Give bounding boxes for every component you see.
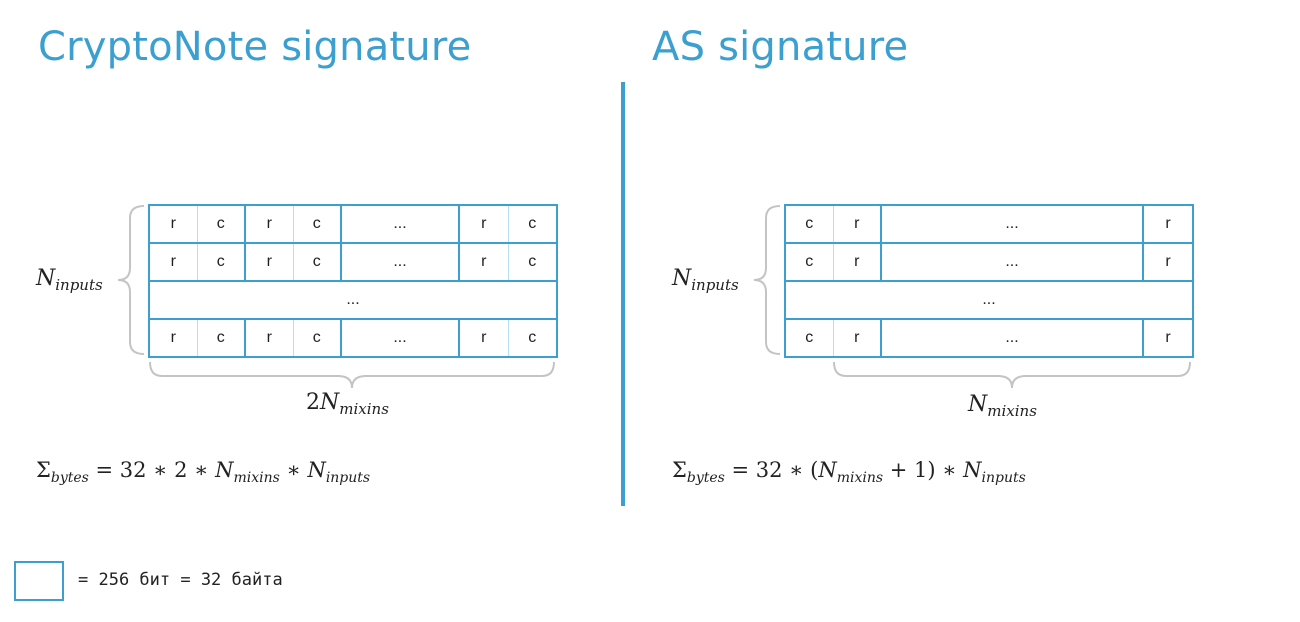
- formula-sigma-sub: bytes: [686, 470, 725, 486]
- as-signature-grid: c r ... r c r ... r ... c r ... r: [784, 204, 1194, 358]
- formula-sigma-sub: bytes: [50, 470, 89, 486]
- grid-cell: r: [832, 242, 882, 282]
- grid-cell: r: [244, 318, 294, 358]
- rows-brace-left: [117, 205, 145, 355]
- columns-label-left: 2Nmixins: [306, 390, 389, 418]
- columns-label-base: N: [320, 390, 340, 415]
- grid-cell-ellipsis: ...: [148, 280, 558, 320]
- cryptonote-signature-grid: r c r c ... r c r c r c ... r c ... r c …: [148, 204, 558, 358]
- grid-cell: r: [458, 242, 509, 282]
- formula-n-mixins: N: [215, 458, 234, 482]
- as-title: AS signature: [652, 24, 909, 70]
- rows-label-right: Ninputs: [672, 266, 739, 294]
- grid-cell: r: [148, 318, 198, 358]
- grid-cell: ...: [880, 318, 1144, 358]
- grid-row: r c r c ... r c: [148, 318, 558, 358]
- formula-n-inputs: N: [963, 458, 982, 482]
- grid-cell: r: [244, 204, 294, 244]
- columns-label-base: N: [968, 392, 988, 417]
- grid-cell: ...: [340, 318, 460, 358]
- columns-brace-right: [833, 361, 1191, 389]
- formula-n-inputs-sub: inputs: [981, 470, 1026, 486]
- rows-label-sub: inputs: [691, 276, 739, 294]
- legend-text: = 256 бит = 32 байта: [78, 570, 283, 590]
- grid-cell: c: [784, 242, 834, 282]
- columns-brace-left: [149, 361, 555, 389]
- rows-label-sub: inputs: [55, 276, 103, 294]
- formula-n-inputs-sub: inputs: [325, 470, 371, 486]
- grid-cell: r: [832, 204, 882, 244]
- columns-label-sub: mixins: [987, 402, 1037, 420]
- formula-n-mixins-sub: mixins: [836, 470, 884, 486]
- grid-row-ellipsis: ...: [148, 280, 558, 320]
- grid-cell: ...: [340, 242, 460, 282]
- section-divider: [621, 82, 625, 506]
- legend-cell-sample: [14, 561, 64, 601]
- grid-cell: r: [148, 242, 198, 282]
- grid-cell: c: [784, 318, 834, 358]
- grid-cell: ...: [880, 242, 1144, 282]
- grid-cell: r: [458, 318, 509, 358]
- grid-cell: c: [196, 242, 246, 282]
- formula-plus-one: + 1) ∗: [883, 458, 964, 482]
- grid-row: c r ... r: [784, 204, 1194, 244]
- formula-sigma: Σ: [672, 458, 687, 482]
- formula-n-mixins: N: [818, 458, 837, 482]
- formula-n-inputs: N: [307, 458, 326, 482]
- formula-mul: ∗: [279, 458, 308, 482]
- columns-label-sub: mixins: [339, 400, 389, 418]
- grid-cell: r: [1142, 242, 1194, 282]
- grid-cell-ellipsis: ...: [784, 280, 1194, 320]
- grid-row: c r ... r: [784, 318, 1194, 358]
- columns-label-coef: 2: [306, 390, 320, 415]
- grid-cell: c: [507, 204, 558, 244]
- grid-cell: r: [1142, 204, 1194, 244]
- rows-label-base: N: [36, 266, 56, 291]
- grid-cell: c: [784, 204, 834, 244]
- grid-cell: c: [507, 242, 558, 282]
- grid-row: r c r c ... r c: [148, 242, 558, 282]
- grid-cell: r: [458, 204, 509, 244]
- grid-cell: c: [196, 318, 246, 358]
- formula-n-mixins-sub: mixins: [233, 470, 280, 486]
- rows-brace-right: [753, 205, 781, 355]
- grid-cell: c: [507, 318, 558, 358]
- grid-row: c r ... r: [784, 242, 1194, 282]
- grid-cell: r: [1142, 318, 1194, 358]
- grid-row-ellipsis: ...: [784, 280, 1194, 320]
- grid-cell: c: [292, 204, 342, 244]
- formula-coefficients: = 32 ∗ (: [724, 458, 819, 482]
- grid-cell: ...: [880, 204, 1144, 244]
- grid-row: r c r c ... r c: [148, 204, 558, 244]
- grid-cell: ...: [340, 204, 460, 244]
- grid-cell: r: [148, 204, 198, 244]
- grid-cell: c: [196, 204, 246, 244]
- cryptonote-size-formula: Σbytes = 32 ∗ 2 ∗ Nmixins ∗ Ninputs: [36, 458, 370, 486]
- grid-cell: r: [244, 242, 294, 282]
- grid-cell: c: [292, 318, 342, 358]
- cryptonote-title: CryptoNote signature: [38, 24, 472, 70]
- rows-label-base: N: [672, 266, 692, 291]
- grid-cell: r: [832, 318, 882, 358]
- columns-label-right: Nmixins: [968, 392, 1037, 420]
- formula-sigma: Σ: [36, 458, 51, 482]
- grid-cell: c: [292, 242, 342, 282]
- as-size-formula: Σbytes = 32 ∗ (Nmixins + 1) ∗ Ninputs: [672, 458, 1026, 486]
- formula-coefficients: = 32 ∗ 2 ∗: [88, 458, 216, 482]
- rows-label-left: Ninputs: [36, 266, 103, 294]
